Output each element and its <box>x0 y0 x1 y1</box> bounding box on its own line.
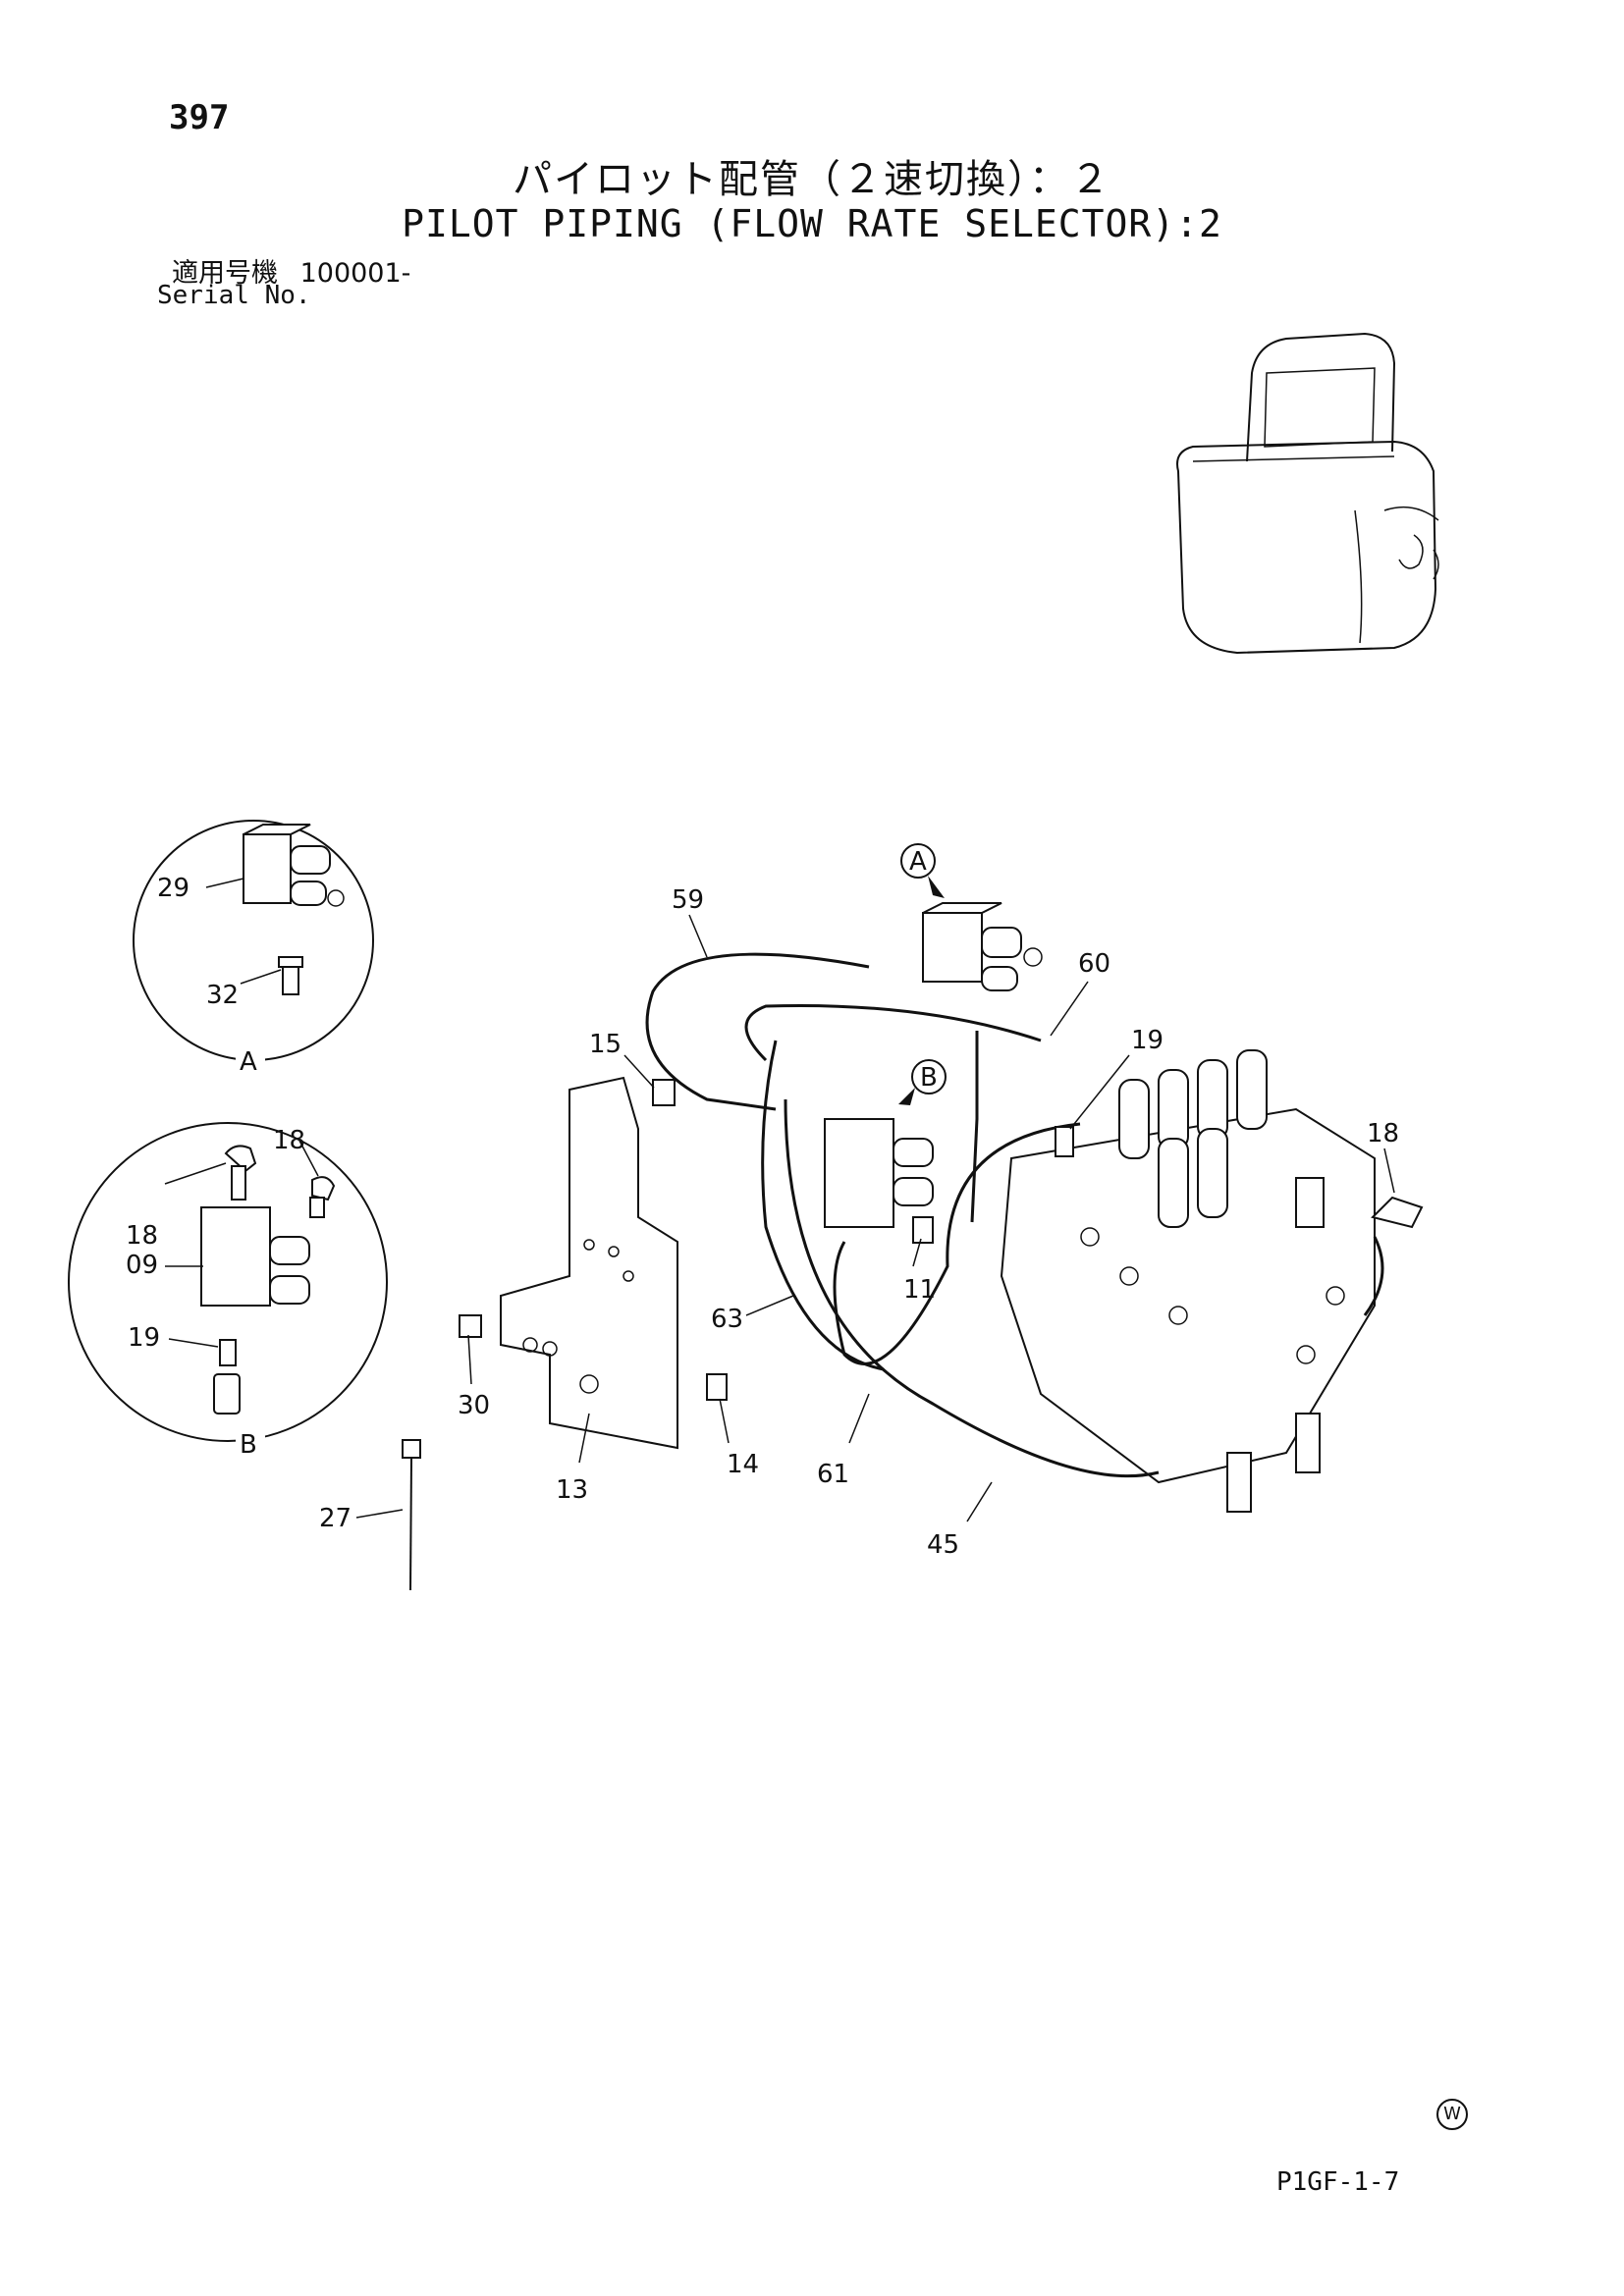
manufacturer-mark: W <box>1436 2099 1468 2130</box>
callout-19: 19 <box>1131 1026 1164 1055</box>
leader-lines <box>355 914 1395 1522</box>
hose-63 <box>761 1040 885 1371</box>
machine-location-icon <box>1176 332 1439 655</box>
fitting-18 <box>1371 1196 1424 1229</box>
detail-label-a: A <box>240 1047 257 1077</box>
hose-59 <box>645 952 870 1111</box>
callout-29: 29 <box>157 874 189 903</box>
callout-63: 63 <box>711 1305 743 1334</box>
bolt-15 <box>652 1079 676 1106</box>
view-marker-a: A <box>900 843 945 898</box>
view-marker-b: B <box>898 1059 947 1105</box>
hose-60 <box>744 1003 1042 1062</box>
page-code: P1GF-1-7 <box>1276 2167 1400 2197</box>
page-title-english: PILOT PIPING (FLOW RATE SELECTOR):2 <box>402 202 1222 245</box>
hose-45 <box>784 1098 1160 1478</box>
callout-09: 09 <box>126 1251 158 1280</box>
bolt-30 <box>459 1314 482 1338</box>
callout-30: 30 <box>458 1391 490 1420</box>
callout-13: 13 <box>556 1475 588 1505</box>
detail-view-b: 18 18 09 19 B <box>68 1122 388 1460</box>
fasteners <box>402 1079 1424 1591</box>
svg-text:A: A <box>909 847 927 877</box>
hose-vertical <box>970 1031 979 1223</box>
callout-18-top: 18 <box>273 1126 305 1155</box>
hoses <box>645 952 1384 1478</box>
hose-18 <box>1363 1236 1384 1316</box>
serial-label-japanese: 適用号機 <box>172 258 278 289</box>
detail-label-b: B <box>240 1430 257 1460</box>
serial-label-english: Serial No. <box>157 281 311 310</box>
callout-15: 15 <box>589 1030 622 1059</box>
callout-45: 45 <box>927 1530 959 1560</box>
control-valve <box>1000 1049 1376 1513</box>
serial-value: 100001- <box>299 258 411 289</box>
fitting-19 <box>1055 1126 1074 1157</box>
callout-27: 27 <box>319 1504 352 1533</box>
callout-61: 61 <box>817 1460 849 1489</box>
bolt-11 <box>912 1216 934 1244</box>
callout-18: 18 <box>1367 1119 1399 1148</box>
callout-19-detail: 19 <box>128 1323 160 1353</box>
callouts: 59 60 19 15 18 63 11 30 14 13 61 45 27 <box>319 885 1399 1560</box>
cable-tie-head <box>402 1439 421 1459</box>
page-number: 397 <box>169 98 230 137</box>
bracket-plate <box>500 1076 678 1450</box>
cable-tie-27 <box>409 1457 412 1591</box>
svg-text:B: B <box>920 1063 938 1093</box>
selector-valve-block <box>824 902 1043 1228</box>
callout-60: 60 <box>1078 949 1110 979</box>
bolt-14 <box>706 1373 728 1401</box>
callout-32: 32 <box>206 981 239 1010</box>
callout-18-left: 18 <box>126 1221 158 1251</box>
serial-range: 適用号機 100001- <box>172 251 410 290</box>
callout-11: 11 <box>903 1275 936 1305</box>
page-title-japanese: パイロット配管（２速切換）：２ <box>513 157 1111 202</box>
hose-61 <box>833 1122 1081 1365</box>
callout-59: 59 <box>672 885 704 915</box>
detail-view-a: 29 32 A <box>133 820 374 1077</box>
callout-14: 14 <box>727 1450 759 1479</box>
